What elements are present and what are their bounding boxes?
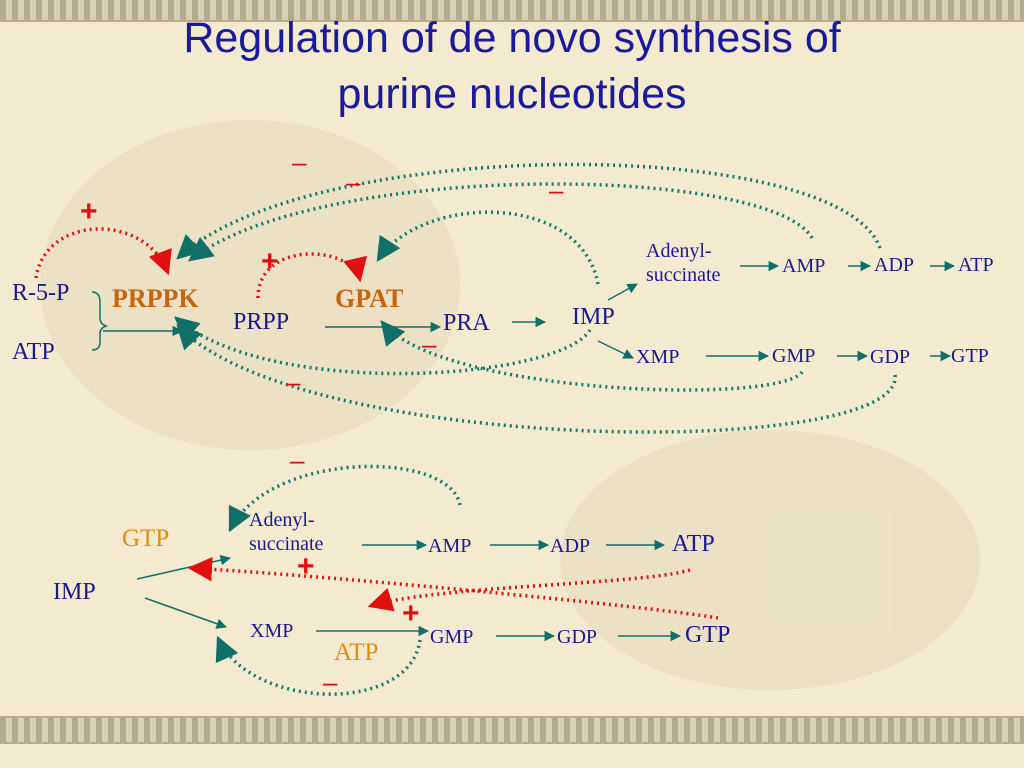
label-xmp-bottom: XMP bbox=[250, 620, 294, 642]
inhibition-sign: – bbox=[422, 329, 437, 359]
inhibition-xmp-feedback bbox=[215, 635, 422, 696]
label-gtp: GTP bbox=[951, 345, 989, 367]
inhibition-gdp-prppk bbox=[176, 324, 897, 434]
inhibition-sign: – bbox=[290, 445, 305, 475]
background-texture bbox=[560, 430, 980, 690]
label-amp-bottom: AMP bbox=[428, 535, 472, 557]
label-adp-bottom: ADP bbox=[550, 535, 591, 557]
decorative-border-bottom bbox=[0, 716, 1024, 744]
label-gtp-bottom: GTP bbox=[685, 622, 731, 648]
arrow-imp-to-xmp bbox=[597, 340, 634, 359]
decorative-border-top bbox=[0, 0, 1024, 22]
inhibition-imp-gpat bbox=[376, 210, 600, 285]
inhibition-sign: – bbox=[346, 167, 361, 197]
inhibition-sign: – bbox=[292, 147, 307, 177]
inhibition-sign: – bbox=[549, 175, 564, 205]
label-adenylsuccinate-bottom: Adenyl- succinate bbox=[249, 508, 323, 556]
label-gtp-cofactor: GTP bbox=[122, 525, 170, 552]
label-atp-substrate: ATP bbox=[12, 339, 55, 365]
label-adenylsuccinate: Adenyl- succinate bbox=[646, 239, 720, 287]
label-atp-product: ATP bbox=[958, 254, 994, 276]
label-imp: IMP bbox=[572, 304, 615, 330]
label-prpp: PRPP bbox=[233, 309, 290, 335]
label-gmp: GMP bbox=[772, 345, 816, 367]
inhibition-sign: – bbox=[323, 667, 338, 697]
adenylsuccinate-line-1: Adenyl- bbox=[646, 240, 712, 262]
label-xmp: XMP bbox=[636, 346, 680, 368]
label-adp: ADP bbox=[874, 254, 915, 276]
activation-r5p-prppk bbox=[34, 227, 172, 279]
inhibition-sign: – bbox=[286, 367, 301, 397]
label-r5p: R-5-P bbox=[12, 280, 70, 306]
arrow-imp-to-xmp-bottom bbox=[144, 597, 227, 629]
activation-sign: + bbox=[297, 550, 315, 583]
label-prppk-enzyme: PRPPK bbox=[112, 284, 199, 313]
activation-sign: + bbox=[261, 245, 279, 278]
inhibition-amp-prppk-outer bbox=[176, 162, 882, 260]
label-gpat-enzyme: GPAT bbox=[335, 284, 404, 313]
activation-gtp-to-adenylsuccinate-step bbox=[187, 556, 719, 620]
activation-sign: + bbox=[80, 195, 98, 228]
inhibition-amp-prppk-inner bbox=[188, 182, 814, 262]
adenylsuccinate-bottom-line-2: succinate bbox=[249, 533, 324, 555]
arrow-imp-to-adenylsuccinate-bottom bbox=[136, 554, 232, 580]
activation-prpp-gpat bbox=[256, 252, 367, 299]
label-pra: PRA bbox=[443, 310, 490, 336]
label-gdp-bottom: GDP bbox=[557, 626, 598, 648]
adenylsuccinate-bottom-line-1: Adenyl- bbox=[249, 509, 315, 531]
inhibition-gmp-gpat bbox=[380, 320, 804, 392]
adenylsuccinate-line-2: succinate bbox=[646, 264, 721, 286]
arrow-imp-to-adenylsuccinate bbox=[607, 283, 638, 301]
slide-title: Regulation of de novo synthesis of purin… bbox=[0, 10, 1024, 122]
label-amp: AMP bbox=[782, 255, 826, 277]
title-line-2: purine nucleotides bbox=[337, 70, 687, 118]
inhibition-imp-prppk bbox=[174, 316, 592, 376]
label-gdp: GDP bbox=[870, 346, 911, 368]
label-imp-bottom: IMP bbox=[53, 579, 96, 605]
activation-sign: + bbox=[402, 597, 420, 630]
label-gmp-bottom: GMP bbox=[430, 626, 474, 648]
label-atp-cofactor: ATP bbox=[334, 639, 379, 666]
substrate-brace bbox=[91, 291, 109, 351]
inhibition-adenylsuccinate-feedback bbox=[228, 464, 462, 533]
label-atp-bottom: ATP bbox=[672, 531, 715, 557]
background-texture bbox=[40, 120, 460, 450]
title-line-1: Regulation of de novo synthesis of bbox=[183, 14, 841, 62]
